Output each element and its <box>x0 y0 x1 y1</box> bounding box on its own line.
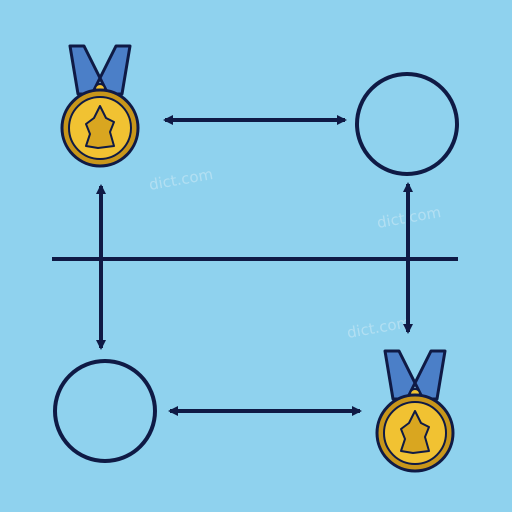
watermark-text-1: dict.com <box>148 165 215 194</box>
medal-icon <box>60 44 140 168</box>
medal-ribbon <box>383 349 447 401</box>
watermark-text-3: dict.com <box>346 313 413 342</box>
medal-ribbon <box>68 44 132 96</box>
medal-icon <box>375 349 455 473</box>
watermark-group: dict.com dict.com dict.com <box>148 165 443 342</box>
medal-emblem <box>400 410 430 454</box>
circle-bottom-left <box>53 359 157 463</box>
medal-emblem <box>85 105 115 149</box>
circle-top-right <box>355 72 459 176</box>
